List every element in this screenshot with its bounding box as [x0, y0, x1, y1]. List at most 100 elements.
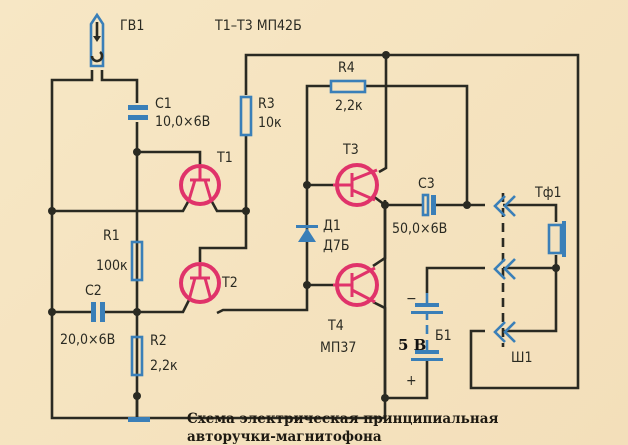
transistor-t4: Т4 МП37: [320, 263, 379, 356]
junctions: [48, 51, 560, 402]
junction: [381, 394, 389, 402]
r2-value: 2,2к: [150, 358, 178, 374]
r1-value: 100к: [96, 258, 128, 274]
ground: [128, 396, 150, 422]
c3-label: С3: [418, 176, 435, 192]
transistor-type-title: Т1–Т3 МП42Б: [214, 18, 302, 34]
resistor-icon: [130, 335, 144, 377]
d1-value: Д7Б: [323, 238, 350, 254]
battery-plate: [411, 358, 443, 361]
b1-label: Б1: [435, 328, 452, 344]
t1-lead: [203, 179, 213, 201]
wire-tf-top: [503, 203, 558, 222]
jack-contact-icon: [493, 195, 506, 217]
resistor-icon: [239, 95, 253, 137]
transistor-t2: Т2: [179, 262, 238, 304]
wire-r3-top: [244, 53, 386, 95]
caption-line-2: авторучки-магнитофона: [187, 429, 382, 445]
c3-plate: [421, 193, 430, 217]
wire-tf-bottom: [503, 255, 558, 333]
diode-d1: Д1 Д7Б: [296, 218, 350, 254]
c3-value: 50,0×6В: [392, 221, 447, 237]
r1-label: R1: [103, 228, 120, 244]
wire-r3-bottom: [198, 135, 248, 262]
wire-c2-right: [104, 299, 191, 314]
jack-contact-icon: [503, 321, 516, 343]
r3-value: 10к: [258, 115, 282, 131]
wire-t1-collector: [209, 199, 246, 213]
jack-contact-icon: [493, 258, 506, 280]
r3-label: R3: [258, 96, 275, 112]
junction: [133, 148, 141, 156]
battery-minus-sign: −: [406, 291, 417, 307]
headphone-plate: [562, 221, 566, 257]
wire-r4-col: [378, 55, 388, 174]
battery-b1: − + Б1 5 В: [398, 291, 452, 389]
t4-label: Т4: [327, 318, 344, 334]
junction: [552, 264, 560, 272]
wire-r4-left: [305, 84, 331, 185]
junction: [242, 207, 250, 215]
junction: [463, 201, 471, 209]
resistor-icon: [329, 79, 367, 94]
junction: [381, 201, 389, 209]
wire-mic-c1: [100, 70, 139, 103]
gv1-label: ГВ1: [120, 18, 144, 34]
d1-label: Д1: [323, 218, 341, 234]
t1-label: Т1: [216, 150, 233, 166]
resistor-icon: [130, 240, 144, 282]
c1-label: С1: [155, 96, 172, 112]
ground-icon: [128, 417, 150, 422]
t4-lead: [351, 288, 376, 304]
jack-contact-icon: [503, 258, 516, 280]
t4-value: МП37: [320, 340, 356, 356]
capacitor-c3: С3 50,0×6В: [392, 176, 447, 237]
resistor-r4: R4 2,2к: [329, 60, 367, 114]
wire-t2-t4: [216, 285, 309, 315]
t3-lead: [351, 188, 376, 202]
junction: [48, 207, 56, 215]
resistor-r2: R2 2,2к: [130, 333, 178, 377]
r4-value: 2,2к: [335, 98, 363, 114]
capacitor-c1: С1 10,0×6В: [128, 96, 210, 130]
diode-bar: [296, 225, 318, 228]
arrow-head: [93, 36, 101, 42]
wire-r4-right: [364, 84, 469, 206]
wire-battery-bottom: [385, 360, 429, 400]
t3-label: Т3: [342, 142, 359, 158]
tf1-label: Тф1: [534, 185, 561, 201]
sh1-label: Ш1: [511, 350, 533, 366]
c1-plate: [128, 105, 148, 110]
resistor-r3: R3 10к: [239, 95, 282, 137]
wire-t4-collector: [372, 300, 387, 398]
battery-plus-sign: +: [406, 373, 417, 389]
wire-t1-row: [52, 199, 191, 213]
t2-lead: [203, 277, 213, 301]
transistor-t1: Т1: [179, 150, 233, 206]
c2-value: 20,0×6В: [60, 332, 115, 348]
battery-plate: [415, 303, 439, 307]
junction: [133, 308, 141, 316]
t2-lead: [187, 277, 197, 301]
jack-contact-icon: [493, 321, 506, 343]
caption-line-1: Схема электрическая принципиальная: [187, 411, 498, 427]
microphone-icon: [89, 12, 105, 68]
c1-value: 10,0×6В: [155, 114, 210, 130]
t1-lead: [187, 179, 197, 201]
battery-plate: [411, 311, 443, 314]
jack-sh1: Ш1: [493, 193, 533, 366]
diode-icon: [298, 228, 316, 242]
headphone-tf1: Тф1: [534, 185, 566, 257]
headphone-icon: [547, 223, 563, 255]
capacitor-c2: С2 20,0×6В: [60, 283, 115, 348]
curl-icon: [90, 50, 104, 63]
junction: [48, 308, 56, 316]
junction: [303, 281, 311, 289]
t2-label: Т2: [221, 275, 238, 291]
t3-lead: [351, 168, 378, 182]
junction: [382, 51, 390, 59]
battery-plate: [415, 350, 439, 354]
jack-contact-icon: [503, 195, 516, 217]
wire-battery-top: [425, 266, 485, 293]
